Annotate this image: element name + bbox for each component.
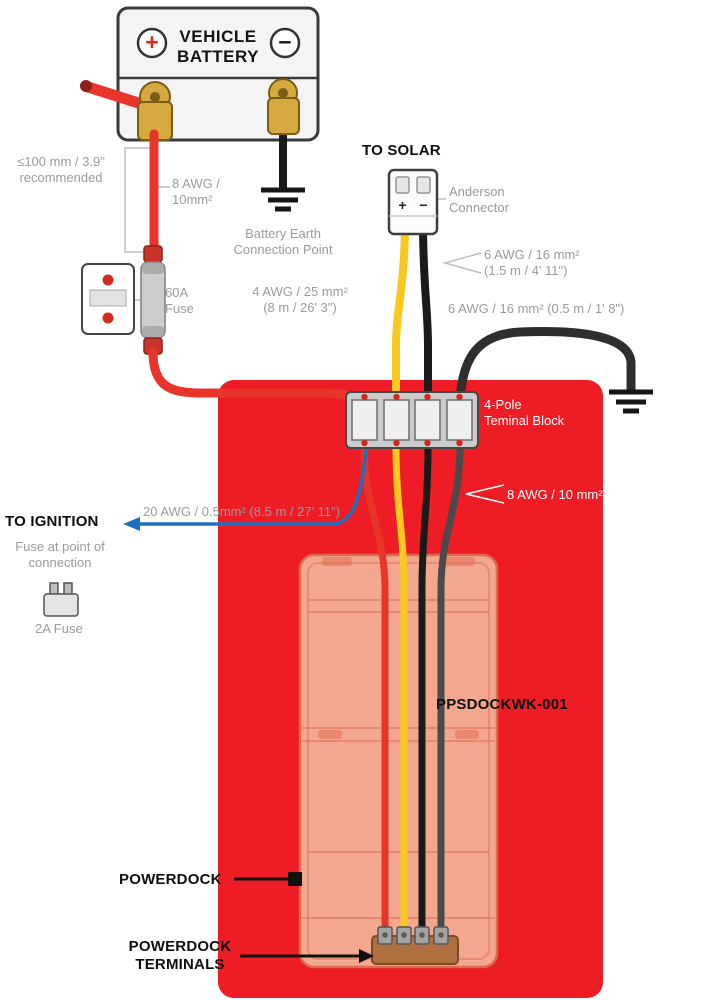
to-ignition-label: TO IGNITION xyxy=(5,513,99,530)
recommended-length-label: ≤100 mm / 3.9" recommended xyxy=(17,154,105,185)
battery-title-line1: VEHICLE xyxy=(179,27,257,46)
inline-fuse-holder xyxy=(140,245,166,355)
solar-wire-chevron xyxy=(442,252,482,274)
terminal-block xyxy=(345,391,479,449)
powerdock-terminals-label: POWERDOCK TERMINALS xyxy=(128,938,232,974)
negative-terminal-clamp xyxy=(267,78,300,192)
2a-fuse-label: 2A Fuse xyxy=(35,621,83,636)
2a-fuse-icon xyxy=(43,582,79,617)
anderson-connector xyxy=(387,168,439,236)
dock-yellow-wire xyxy=(392,440,408,938)
ignition-fuse-note-label: Fuse at point of connection xyxy=(15,539,105,570)
battery-cable-gauge-label: 8 AWG / 10mm² xyxy=(172,176,220,207)
model-number-label: PPSDOCKWK-001 xyxy=(436,696,568,713)
60a-fuse-icon xyxy=(81,263,135,335)
to-solar-label: TO SOLAR xyxy=(362,142,441,159)
60a-fuse-label: 60A Fuse xyxy=(165,285,194,316)
ignition-wire-gauge-label: 20 AWG / 0.5mm² (8.5 m / 27' 11") xyxy=(143,504,341,519)
battery-plus-sign: + xyxy=(145,29,159,55)
battery-minus-icon xyxy=(269,27,301,59)
terminal-block-label: 4-Pole Teminal Block xyxy=(484,397,565,428)
battery-minus-sign: − xyxy=(278,29,292,55)
terminals-arrowhead-icon xyxy=(359,949,374,963)
dock-gray-wire xyxy=(437,440,464,938)
solar-wire-gauge-label: 6 AWG / 16 mm² (1.5 m / 4' 11") xyxy=(484,247,580,278)
terminal-posts xyxy=(377,926,449,945)
dock-wire-chevron xyxy=(465,484,505,504)
powerdock-pointer-square xyxy=(288,872,302,886)
ignition-wire xyxy=(136,448,368,526)
powerdock-terminal-strip xyxy=(371,926,459,965)
solar-negative-wire xyxy=(419,218,432,410)
anderson-connector-label: Anderson Connector xyxy=(449,184,509,215)
chassis-wire-gauge-label: 6 AWG / 16 mm² (0.5 m / 1' 8") xyxy=(448,301,625,316)
length-bracket xyxy=(124,147,153,253)
main-cable-gauge-label: 4 AWG / 25 mm² (8 m / 26' 3") xyxy=(252,284,348,315)
positive-cable-to-block xyxy=(148,347,365,408)
powerdock-label: POWERDOCK xyxy=(119,871,222,888)
anderson-plus-sign: + xyxy=(398,197,407,213)
battery-title: VEHICLE BATTERY xyxy=(118,27,318,67)
battery-title-line2: BATTERY xyxy=(177,47,259,67)
battery-plus-icon xyxy=(136,27,168,59)
chassis-ground-icon xyxy=(609,389,653,414)
ignition-arrowhead-icon xyxy=(123,517,140,531)
dock-black-wire xyxy=(418,440,432,938)
dock-wire-gauge-label: 8 AWG / 10 mm² (1 m / 3' 3") xyxy=(507,487,673,502)
anderson-minus-sign: − xyxy=(419,197,428,213)
earth-ground-icon xyxy=(261,187,305,212)
solar-positive-wire xyxy=(392,218,409,410)
positive-terminal-clamp xyxy=(80,80,173,141)
red-cable-stub xyxy=(82,81,154,112)
chassis-ground-cable xyxy=(455,327,636,411)
powerdock-body xyxy=(298,553,499,969)
battery-earth-label: Battery Earth Connection Point xyxy=(233,226,333,257)
